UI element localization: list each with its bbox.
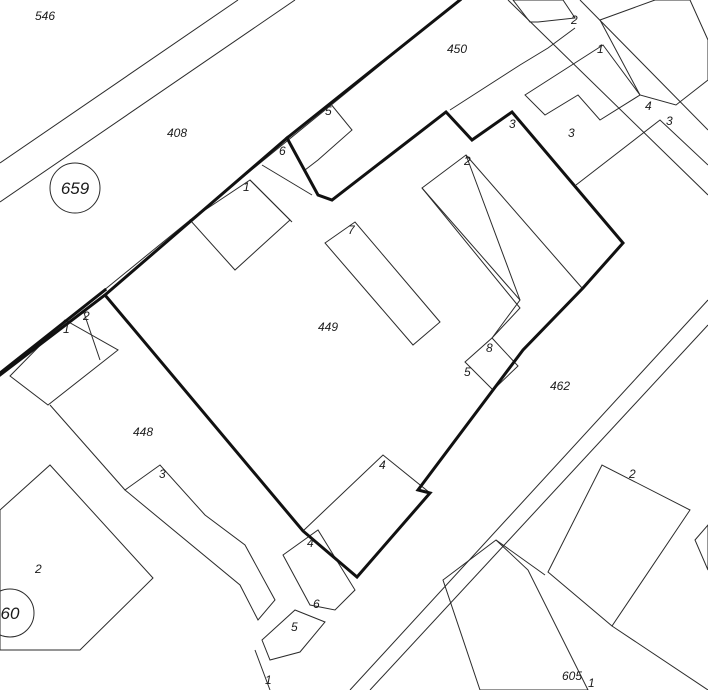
street-line-top-b bbox=[0, 0, 296, 203]
building-top-right-a bbox=[512, 0, 576, 23]
building-label-1-left: 1 bbox=[63, 322, 70, 336]
parcel-labels: 546 408 450 449 448 462 605 1 bbox=[35, 9, 595, 690]
building-top-right-c bbox=[599, 0, 708, 106]
building-label-8-449: 8 bbox=[486, 341, 493, 355]
building-449-7 bbox=[324, 221, 441, 346]
street-line-top-right bbox=[507, 0, 708, 196]
boundary-left-extension bbox=[0, 287, 108, 375]
building-448-2 bbox=[0, 464, 154, 651]
street-line-right-b bbox=[349, 299, 708, 690]
parcel-top-right-line bbox=[575, 119, 708, 186]
building-449-2-edge-b bbox=[465, 154, 583, 289]
building-label-2-left: 2 bbox=[82, 309, 90, 323]
building-right-2 bbox=[547, 464, 691, 627]
street-line-top-a bbox=[0, 0, 239, 164]
building-label-4-449: 4 bbox=[379, 458, 386, 472]
parcel-label-448: 448 bbox=[133, 425, 153, 439]
building-label-1-408: 1 bbox=[243, 180, 250, 194]
building-bottom-line bbox=[254, 649, 271, 690]
parcel-label-408: 408 bbox=[167, 126, 187, 140]
building-label-1-top: 1 bbox=[597, 42, 604, 56]
building-label-6-408: 6 bbox=[279, 144, 286, 158]
building-label-5-408: 5 bbox=[325, 104, 332, 118]
parcel-label-605: 605 bbox=[562, 669, 582, 683]
parcel-449-boundary bbox=[0, 109, 625, 580]
parcel-label-605-sub: 1 bbox=[588, 676, 595, 690]
highlighted-boundary bbox=[0, 0, 625, 580]
parcel-448-line bbox=[49, 404, 126, 491]
building-605 bbox=[442, 539, 589, 690]
building-label-7-449: 7 bbox=[348, 223, 356, 237]
building-label-3-top-c: 3 bbox=[666, 114, 673, 128]
building-label-4-bottom: 4 bbox=[307, 536, 314, 550]
street-line-right-a bbox=[369, 324, 708, 690]
circled-label-659: 659 bbox=[49, 162, 101, 214]
building-label-3-top-a: 3 bbox=[509, 117, 516, 131]
building-top-right-b bbox=[524, 44, 641, 121]
building-label-2-448: 2 bbox=[34, 562, 42, 576]
building-left-1-divider bbox=[82, 309, 101, 361]
building-449-2-edge bbox=[421, 187, 521, 301]
building-448-3 bbox=[124, 464, 276, 621]
parcel-450-outline-b bbox=[449, 27, 576, 111]
circle-659 bbox=[49, 162, 101, 214]
building-449-2 bbox=[421, 154, 521, 339]
building-408-1 bbox=[189, 179, 291, 271]
building-label-1-bottom: 1 bbox=[265, 673, 272, 687]
building-label-2-449: 2 bbox=[463, 154, 471, 168]
circle-60 bbox=[0, 588, 35, 638]
building-label-5-bottom: 5 bbox=[291, 620, 298, 634]
boundary-top-extension bbox=[284, 0, 463, 141]
building-label-2-right: 2 bbox=[628, 467, 636, 481]
circled-text-659: 659 bbox=[61, 179, 90, 198]
building-605-edge bbox=[495, 539, 546, 576]
building-bottom-a bbox=[282, 529, 356, 611]
building-408-6 bbox=[261, 164, 313, 196]
parcel-label-449: 449 bbox=[318, 320, 338, 334]
building-label-3-448: 3 bbox=[159, 467, 166, 481]
circled-text-60: 60 bbox=[1, 604, 20, 623]
parcel-label-450: 450 bbox=[447, 42, 467, 56]
circled-label-60: 60 bbox=[0, 588, 35, 638]
building-label-3-top-b: 3 bbox=[568, 126, 575, 140]
building-right-edge bbox=[694, 524, 708, 571]
building-449-8 bbox=[464, 337, 519, 391]
building-bottom-b bbox=[261, 609, 326, 661]
street-line-top-right-b bbox=[579, 0, 708, 131]
building-labels: 1 6 5 2 1 4 3 3 3 2 7 8 5 4 4 1 2 3 2 6 … bbox=[34, 13, 673, 687]
parcel-label-462: 462 bbox=[550, 379, 570, 393]
building-label-6-bottom: 6 bbox=[313, 597, 320, 611]
building-label-5-449: 5 bbox=[464, 365, 471, 379]
parcel-right-bottom-line bbox=[611, 625, 708, 690]
building-408-1-divider bbox=[249, 179, 293, 223]
building-label-4-top: 4 bbox=[645, 99, 652, 113]
parcel-label-546: 546 bbox=[35, 9, 55, 23]
building-label-2-top: 2 bbox=[570, 13, 578, 27]
